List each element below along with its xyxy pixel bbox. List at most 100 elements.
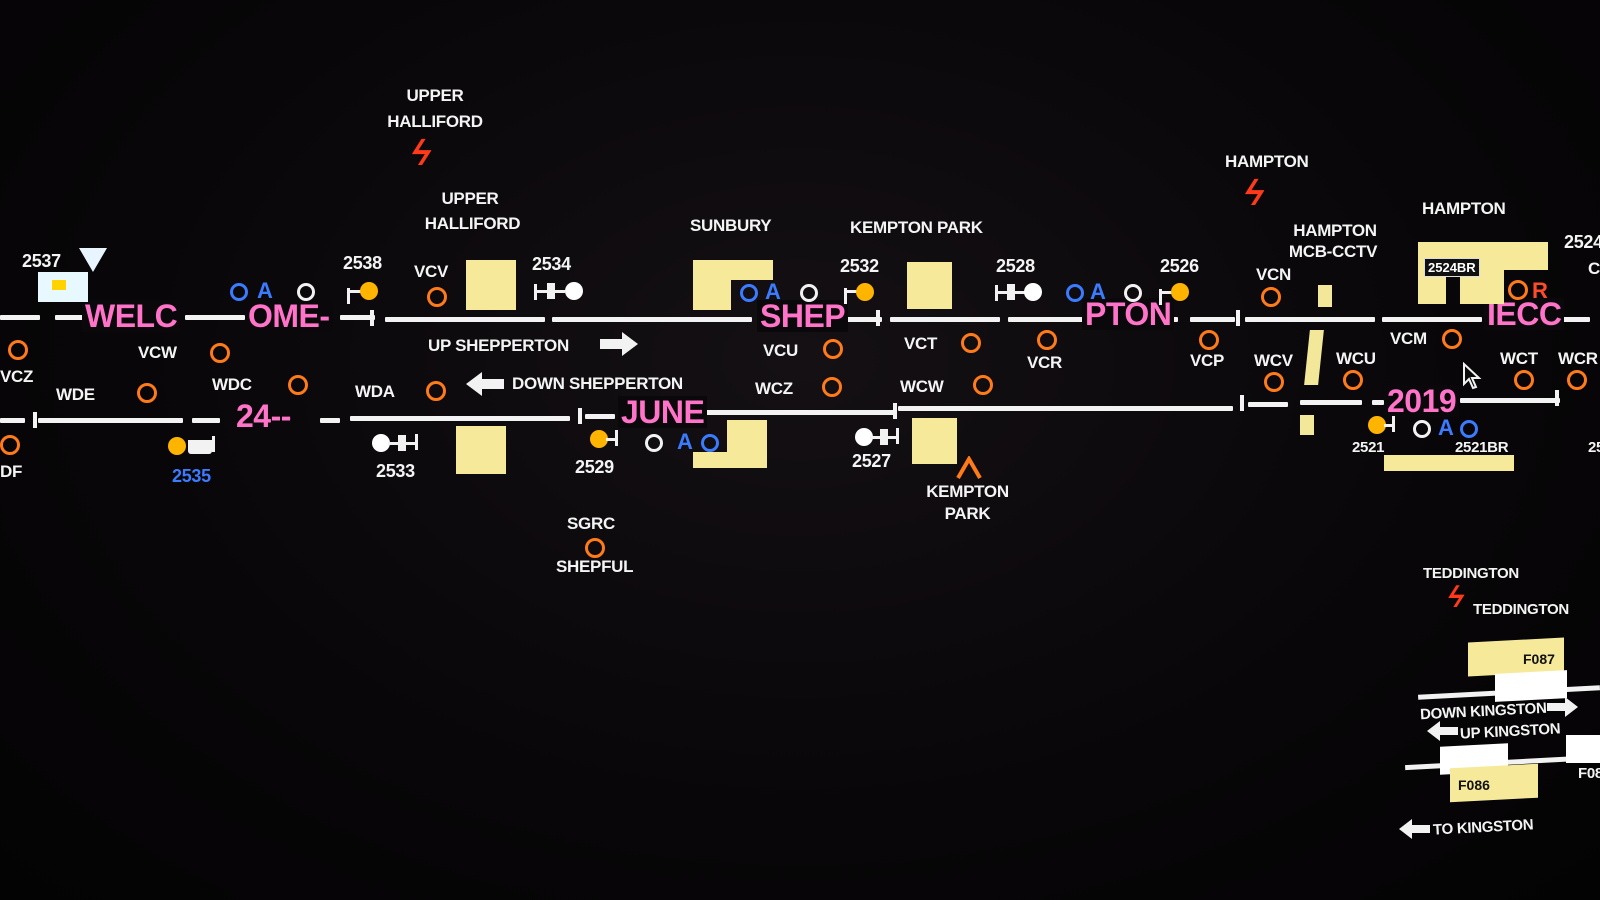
route-ring-vcu[interactable] [823, 339, 843, 359]
place-kempton-park-low-line1: KEMPTON [926, 482, 1009, 501]
signal-2526-aspect[interactable] [1171, 283, 1189, 301]
up-track-segment [552, 317, 752, 322]
signal-2527-post [896, 428, 899, 444]
route-ring-vcw[interactable] [210, 343, 230, 363]
arrow-right-icon [600, 332, 638, 356]
down-track-segment [1460, 398, 1560, 403]
signal-2521br-label: 2521BR [1455, 439, 1509, 456]
route-ring-vcp[interactable] [1199, 330, 1219, 350]
down-track-segment [1372, 400, 1384, 405]
route-ring-wcv[interactable] [1264, 372, 1284, 392]
route-ring-wcr[interactable] [1567, 370, 1587, 390]
route-ring-wct[interactable] [1514, 370, 1534, 390]
line-down-shepperton: DOWN SHEPPERTON [512, 374, 683, 393]
platform-hampton-down [1384, 455, 1514, 471]
route-ring-vcm[interactable] [1442, 329, 1462, 349]
signal-2526-label: 2526 [1160, 256, 1199, 276]
signal-2533-post [415, 434, 418, 450]
berth-shep[interactable]: SHEP [757, 300, 849, 332]
route-ring-wde[interactable] [137, 383, 157, 403]
track-joint [370, 310, 374, 326]
signal-2528-aspect[interactable] [1024, 283, 1042, 301]
tag-f087[interactable]: F087 [1523, 651, 1555, 667]
route-wcz: WCZ [755, 379, 793, 398]
down-track-segment [320, 418, 340, 423]
signal-2534-post [534, 284, 537, 300]
auto-ring-icon [701, 434, 719, 452]
route-ring-wda[interactable] [426, 381, 446, 401]
route-ring-sgrc[interactable] [585, 538, 605, 558]
signal-2527-label: 2527 [852, 451, 891, 471]
arrow-left-icon [1399, 819, 1430, 839]
arrow-left-icon [466, 372, 504, 396]
signal-2534-label: 2534 [532, 254, 571, 274]
auto-ring-white-icon [297, 283, 315, 301]
route-ring-wcz[interactable] [822, 377, 842, 397]
down-track-segment [585, 414, 615, 419]
kingston-edge-box [1566, 735, 1600, 763]
track-joint [893, 403, 897, 419]
route-vcp: VCP [1190, 351, 1225, 370]
route-ring-vcr[interactable] [1037, 330, 1057, 350]
platform-upper-halliford-down [456, 426, 506, 474]
up-track-segment [385, 317, 545, 322]
platform-sunbury-down-base [693, 452, 767, 468]
signal-2528-box [1007, 284, 1015, 300]
signal-2529-label: 2529 [575, 457, 614, 477]
down-track-segment [192, 418, 220, 423]
track-joint [876, 310, 880, 326]
platform-sunbury-vertical [693, 260, 731, 310]
track-joint [33, 412, 37, 428]
route-ring-hampton-top[interactable] [1508, 280, 1528, 300]
signal-2532-aspect[interactable] [856, 283, 874, 301]
down-track-segment [1300, 400, 1362, 405]
berth-welc[interactable]: WELC [82, 300, 181, 332]
berth-2019[interactable]: 2019 [1384, 385, 1460, 417]
route-ring-vct[interactable] [961, 333, 981, 353]
route-wcr: WCR [1558, 349, 1598, 368]
signal-2527-aspect[interactable] [855, 428, 873, 446]
route-ring-wcw[interactable] [973, 375, 993, 395]
signal-2535-aspect[interactable] [168, 437, 186, 455]
berth-pton[interactable]: PTON [1082, 298, 1175, 330]
signal-2521-aspect[interactable] [1368, 416, 1386, 434]
reminder-indicator[interactable]: R [1532, 278, 1548, 303]
route-ring-vcz[interactable] [8, 340, 28, 360]
auto-indicator[interactable]: A [1090, 279, 1106, 304]
auto-ring-white-icon [645, 434, 663, 452]
route-wcv: WCV [1254, 351, 1293, 370]
berth-ome[interactable]: OME- [245, 300, 333, 332]
route-ring-wcu[interactable] [1343, 370, 1363, 390]
route-ring-vcn[interactable] [1261, 287, 1281, 307]
place-upper-halliford-station-line1: UPPER [441, 189, 499, 208]
mouse-cursor-icon [1463, 362, 1482, 390]
route-wde: WDE [56, 385, 95, 404]
route-ring-vcv[interactable] [427, 287, 447, 307]
line-up-kingston: UP KINGSTON [1459, 720, 1561, 743]
auto-ring-icon [230, 283, 248, 301]
arrow-left-icon [1427, 721, 1458, 741]
route-ring-wdc[interactable] [288, 375, 308, 395]
auto-ring-icon [1460, 420, 1478, 438]
signal-2533-aspect[interactable] [372, 434, 390, 452]
signal-2534-aspect[interactable] [565, 282, 583, 300]
route-wcw: WCW [900, 377, 944, 396]
auto-indicator[interactable]: A [1438, 415, 1454, 440]
up-track-segment [1382, 317, 1482, 322]
tag-f086[interactable]: F086 [1458, 777, 1490, 793]
auto-indicator[interactable]: A [257, 278, 273, 303]
up-track-segment [0, 315, 40, 320]
berth-24[interactable]: 24-- [233, 400, 294, 432]
route-ring-df[interactable] [0, 435, 20, 455]
auto-indicator[interactable]: A [677, 429, 693, 454]
signal-2538-aspect[interactable] [360, 282, 378, 300]
place-teddington-line1: TEDDINGTON [1423, 565, 1519, 582]
power-bolt-icon: ϟ [406, 132, 437, 173]
tag-2524br[interactable]: 2524BR [1424, 258, 1480, 277]
signal-2529-aspect[interactable] [590, 430, 608, 448]
berth-june[interactable]: JUNE [618, 396, 708, 428]
auto-indicator[interactable]: A [765, 279, 781, 304]
indicator-c-edge: C [1588, 259, 1600, 278]
route-vcm: VCM [1390, 329, 1427, 348]
auto-ring-white-icon [1413, 420, 1431, 438]
